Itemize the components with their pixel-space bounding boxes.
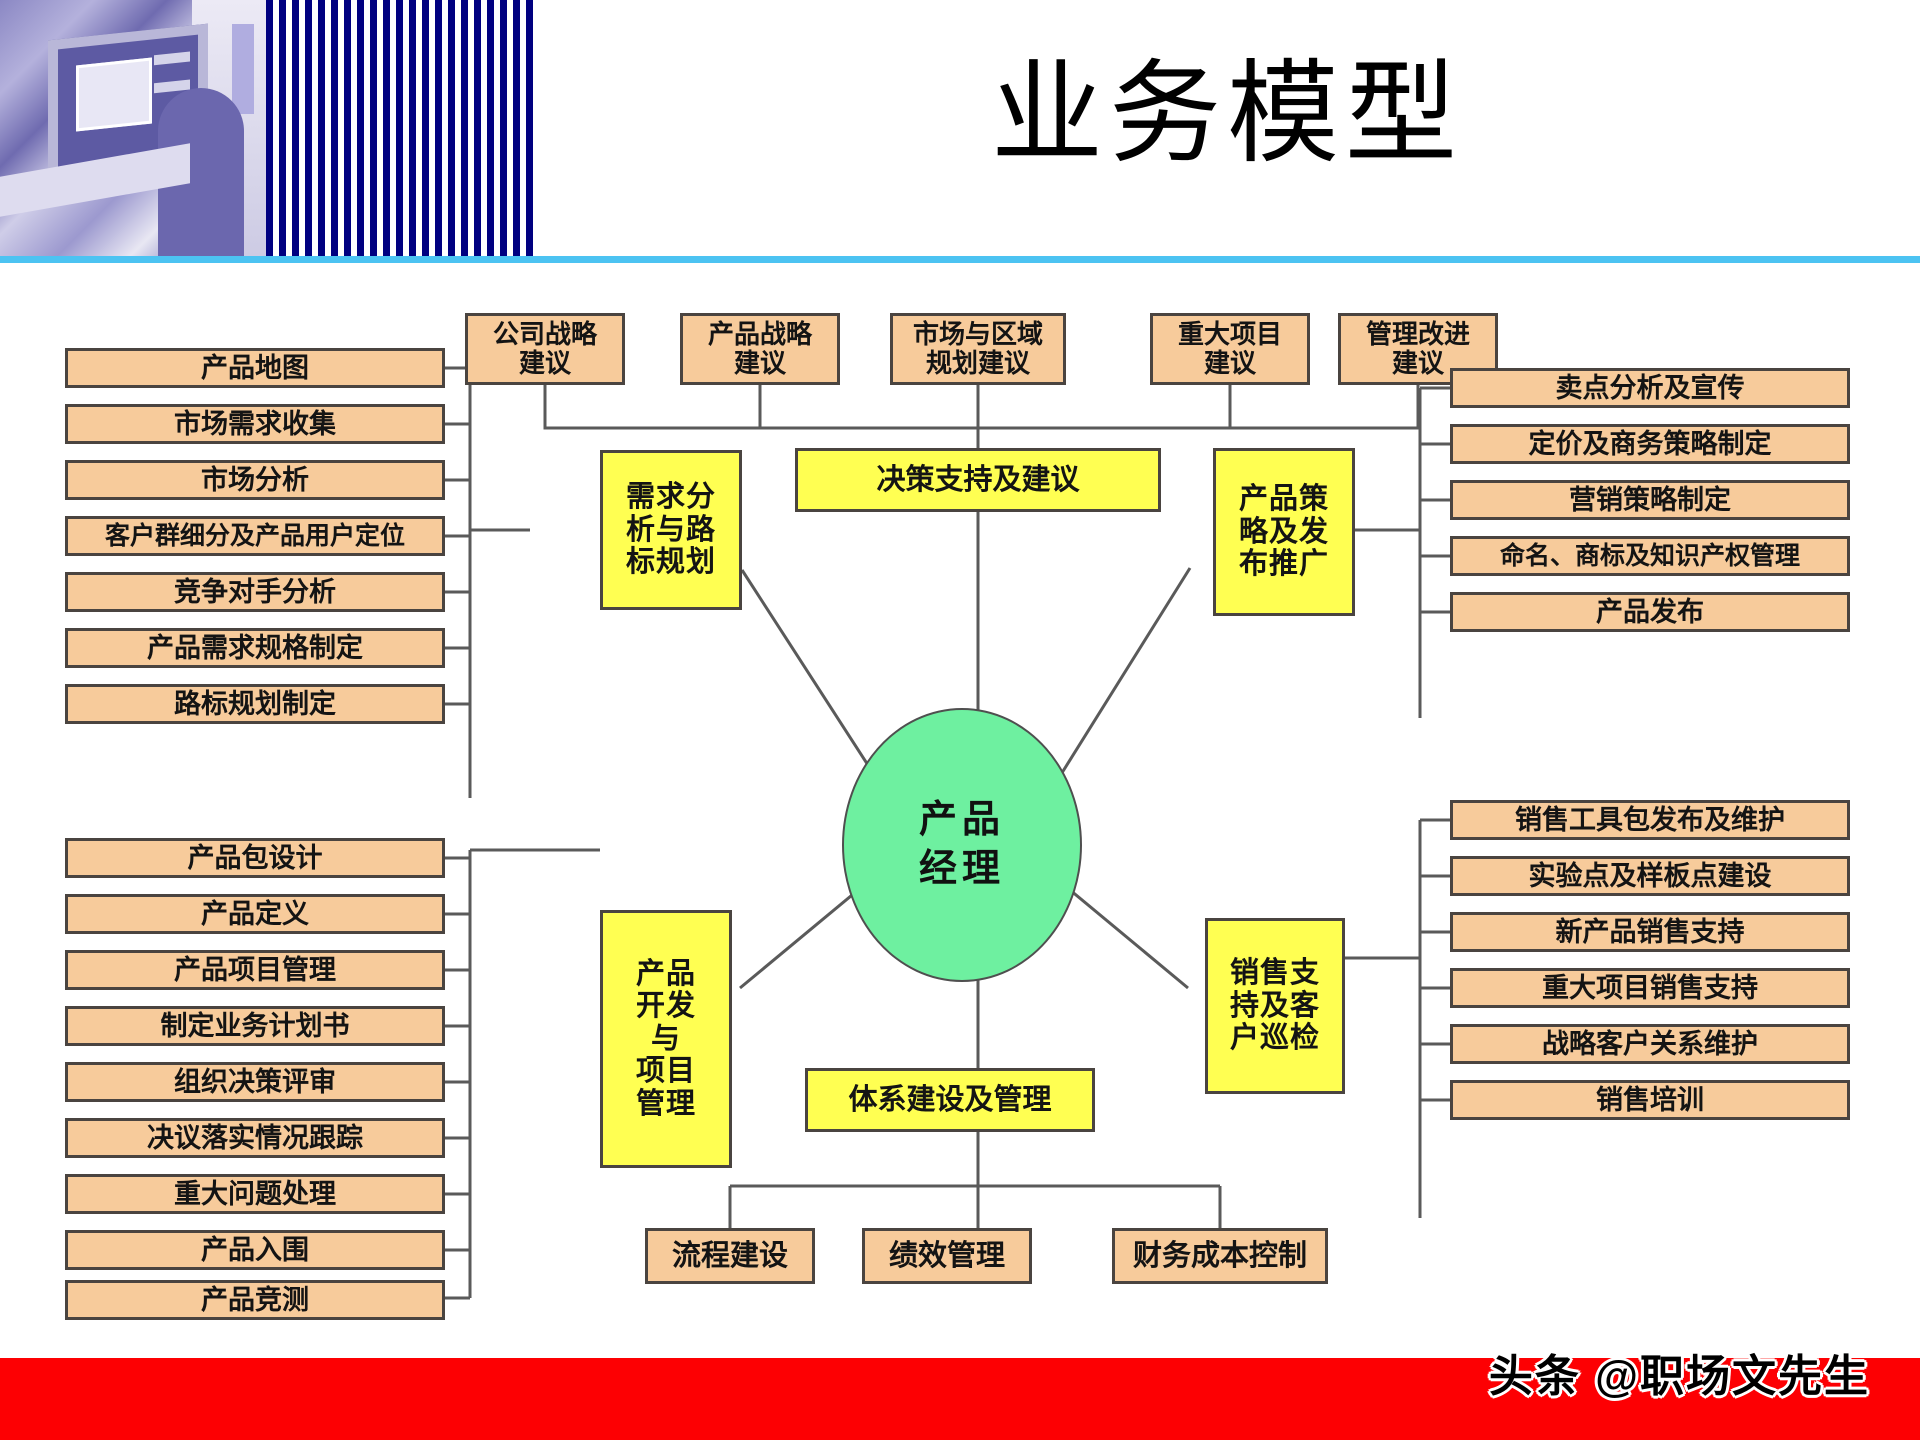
top-input-box[interactable]: 管理改进 建议 [1338, 313, 1498, 385]
header-art-monitor-bar-1 [154, 51, 190, 66]
top-input-box[interactable]: 重大项目 建议 [1150, 313, 1310, 385]
top-input-box[interactable]: 产品战略 建议 [680, 313, 840, 385]
top-input-box[interactable]: 公司战略 建议 [465, 313, 625, 385]
leaf-development-item[interactable]: 产品入围 [65, 1230, 445, 1270]
leaf-demand-item[interactable]: 客户群细分及产品用户定位 [65, 516, 445, 556]
leaf-system-item[interactable]: 财务成本控制 [1112, 1228, 1328, 1284]
leaf-strategy-item[interactable]: 定价及商务策略制定 [1450, 424, 1850, 464]
leaf-demand-item[interactable]: 路标规划制定 [65, 684, 445, 724]
leaf-demand-item[interactable]: 产品需求规格制定 [65, 628, 445, 668]
leaf-development-item[interactable]: 产品定义 [65, 894, 445, 934]
top-input-label: 管理改进 建议 [1365, 318, 1470, 378]
leaf-system-item[interactable]: 流程建设 [645, 1228, 815, 1284]
leaf-strategy-item[interactable]: 产品发布 [1450, 592, 1850, 632]
hub-system-building[interactable]: 体系建设及管理 [805, 1068, 1095, 1132]
leaf-strategy-item[interactable]: 命名、商标及知识产权管理 [1450, 536, 1850, 576]
header-divider-rule [0, 256, 1920, 263]
footer-bar [0, 1358, 1920, 1440]
leaf-strategy-item[interactable]: 卖点分析及宣传 [1450, 368, 1850, 408]
connector-lines [445, 366, 1450, 1300]
header-art-building [232, 24, 254, 114]
top-input-label: 产品战略 建议 [707, 318, 812, 378]
watermark-text: 头条 @职场文先生 [1488, 1352, 1870, 1401]
leaf-demand-item[interactable]: 市场分析 [65, 460, 445, 500]
leaf-development-item[interactable]: 产品竞测 [65, 1280, 445, 1320]
top-input-label: 重大项目 建议 [1177, 318, 1282, 378]
leaf-sales-item[interactable]: 战略客户关系维护 [1450, 1024, 1850, 1064]
top-input-box[interactable]: 市场与区域 规划建议 [890, 313, 1066, 385]
leaf-demand-item[interactable]: 市场需求收集 [65, 404, 445, 444]
leaf-system-item[interactable]: 绩效管理 [862, 1228, 1032, 1284]
top-input-label: 市场与区域 规划建议 [912, 318, 1043, 378]
slide-header: 业务模型 [0, 0, 1920, 268]
leaf-sales-item[interactable]: 重大项目销售支持 [1450, 968, 1850, 1008]
hub-demand-analysis[interactable]: 需求分 析与路 标规划 [600, 450, 742, 610]
header-decorative-image [0, 0, 266, 256]
leaf-development-item[interactable]: 产品项目管理 [65, 950, 445, 990]
hub-sales-support[interactable]: 销售支 持及客 户巡检 [1205, 918, 1345, 1094]
leaf-development-item[interactable]: 产品包设计 [65, 838, 445, 878]
leaf-sales-item[interactable]: 实验点及样板点建设 [1450, 856, 1850, 896]
leaf-sales-item[interactable]: 销售工具包发布及维护 [1450, 800, 1850, 840]
business-model-diagram: 公司战略 建议 产品战略 建议 市场与区域 规划建议 重大项目 建议 管理改进 … [0, 268, 1920, 1343]
leaf-development-item[interactable]: 决议落实情况跟踪 [65, 1118, 445, 1158]
leaf-demand-item[interactable]: 产品地图 [65, 348, 445, 388]
leaf-development-item[interactable]: 组织决策评审 [65, 1062, 445, 1102]
hub-decision-support[interactable]: 决策支持及建议 [795, 448, 1161, 512]
leaf-strategy-item[interactable]: 营销策略制定 [1450, 480, 1850, 520]
hub-product-development[interactable]: 产品 开发 与 项目 管理 [600, 910, 732, 1168]
center-node-product-manager[interactable]: 产品 经理 [842, 708, 1082, 982]
header-stripe-band [266, 0, 534, 256]
leaf-sales-item[interactable]: 新产品销售支持 [1450, 912, 1850, 952]
top-input-label: 公司战略 建议 [492, 318, 597, 378]
page-title: 业务模型 [991, 51, 1463, 176]
leaf-development-item[interactable]: 制定业务计划书 [65, 1006, 445, 1046]
header-art-monitor-window [76, 57, 152, 132]
leaf-development-item[interactable]: 重大问题处理 [65, 1174, 445, 1214]
leaf-demand-item[interactable]: 竞争对手分析 [65, 572, 445, 612]
leaf-sales-item[interactable]: 销售培训 [1450, 1080, 1850, 1120]
hub-product-strategy[interactable]: 产品策 略及发 布推广 [1213, 448, 1355, 616]
